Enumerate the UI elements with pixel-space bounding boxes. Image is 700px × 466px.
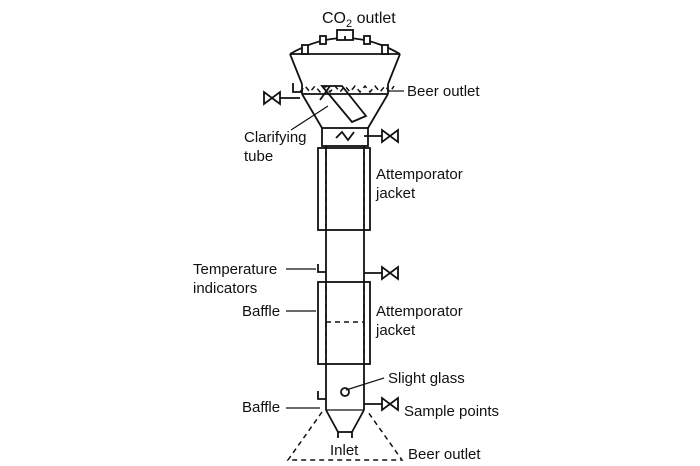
attemperator-jacket-lower-label-line1: Attemporator [376, 303, 463, 320]
baffle-lower-label: Baffle [242, 399, 280, 416]
clarifying-tube-label-line1: Clarifying [244, 129, 307, 146]
valve-sample-point-icon [364, 396, 399, 412]
co2-outlet-label: CO2 outlet [322, 10, 396, 30]
temperature-indicators-label-line1: Temperature [193, 261, 277, 278]
clarifying-section [299, 84, 395, 147]
leader-lines [286, 90, 404, 409]
attemperator-jacket-lower [317, 281, 371, 365]
temperature-indicator-marks [292, 83, 326, 400]
beer-outlet-top-label: Beer outlet [407, 83, 480, 100]
valve-middle-right-icon [364, 265, 399, 281]
base-outline [286, 411, 404, 461]
attemperator-jacket-lower-label-line2: jacket [375, 322, 416, 339]
valve-beer-outlet-top-icon [263, 90, 300, 106]
temperature-indicators-label-line2: indicators [193, 280, 257, 297]
attemperator-jacket-upper-label-line2: jacket [375, 185, 416, 202]
sight-glass [340, 387, 350, 397]
vessel-dome [289, 29, 401, 85]
clarifying-tube-label-line2: tube [244, 148, 273, 165]
attemperator-jacket-upper [317, 147, 371, 231]
baffle-upper-label: Baffle [242, 303, 280, 320]
attemperator-jacket-upper-label-line1: Attemporator [376, 166, 463, 183]
beer-outlet-bottom-label: Beer outlet [408, 446, 481, 463]
sample-points-label: Sample points [404, 403, 499, 420]
slight-glass-label: Slight glass [388, 370, 465, 387]
inlet-label: Inlet [330, 442, 359, 459]
column-body [286, 146, 404, 461]
valve-upper-right-icon [364, 128, 399, 144]
